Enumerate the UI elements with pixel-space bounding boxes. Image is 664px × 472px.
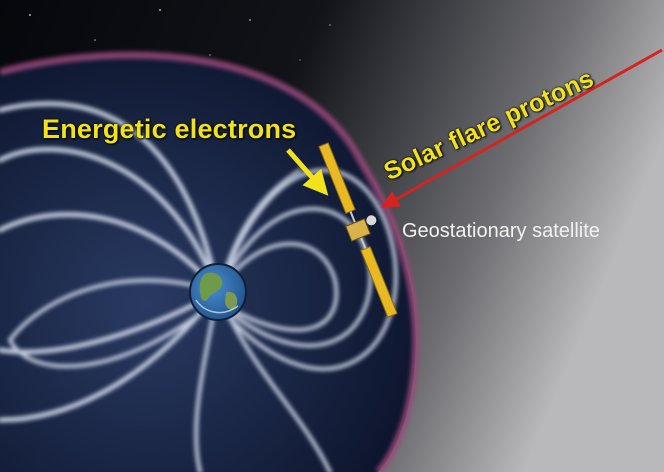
magnetopause-boundary	[0, 51, 420, 472]
earth-globe-icon	[189, 263, 247, 321]
satellite-icon	[318, 142, 398, 318]
magnetic-field-lines	[0, 101, 398, 472]
geostationary-satellite-label: Geostationary satellite	[402, 220, 600, 242]
energetic-electrons-label: Energetic electrons	[42, 114, 297, 144]
electron-arrow	[286, 148, 329, 196]
proton-arrow	[380, 48, 663, 208]
